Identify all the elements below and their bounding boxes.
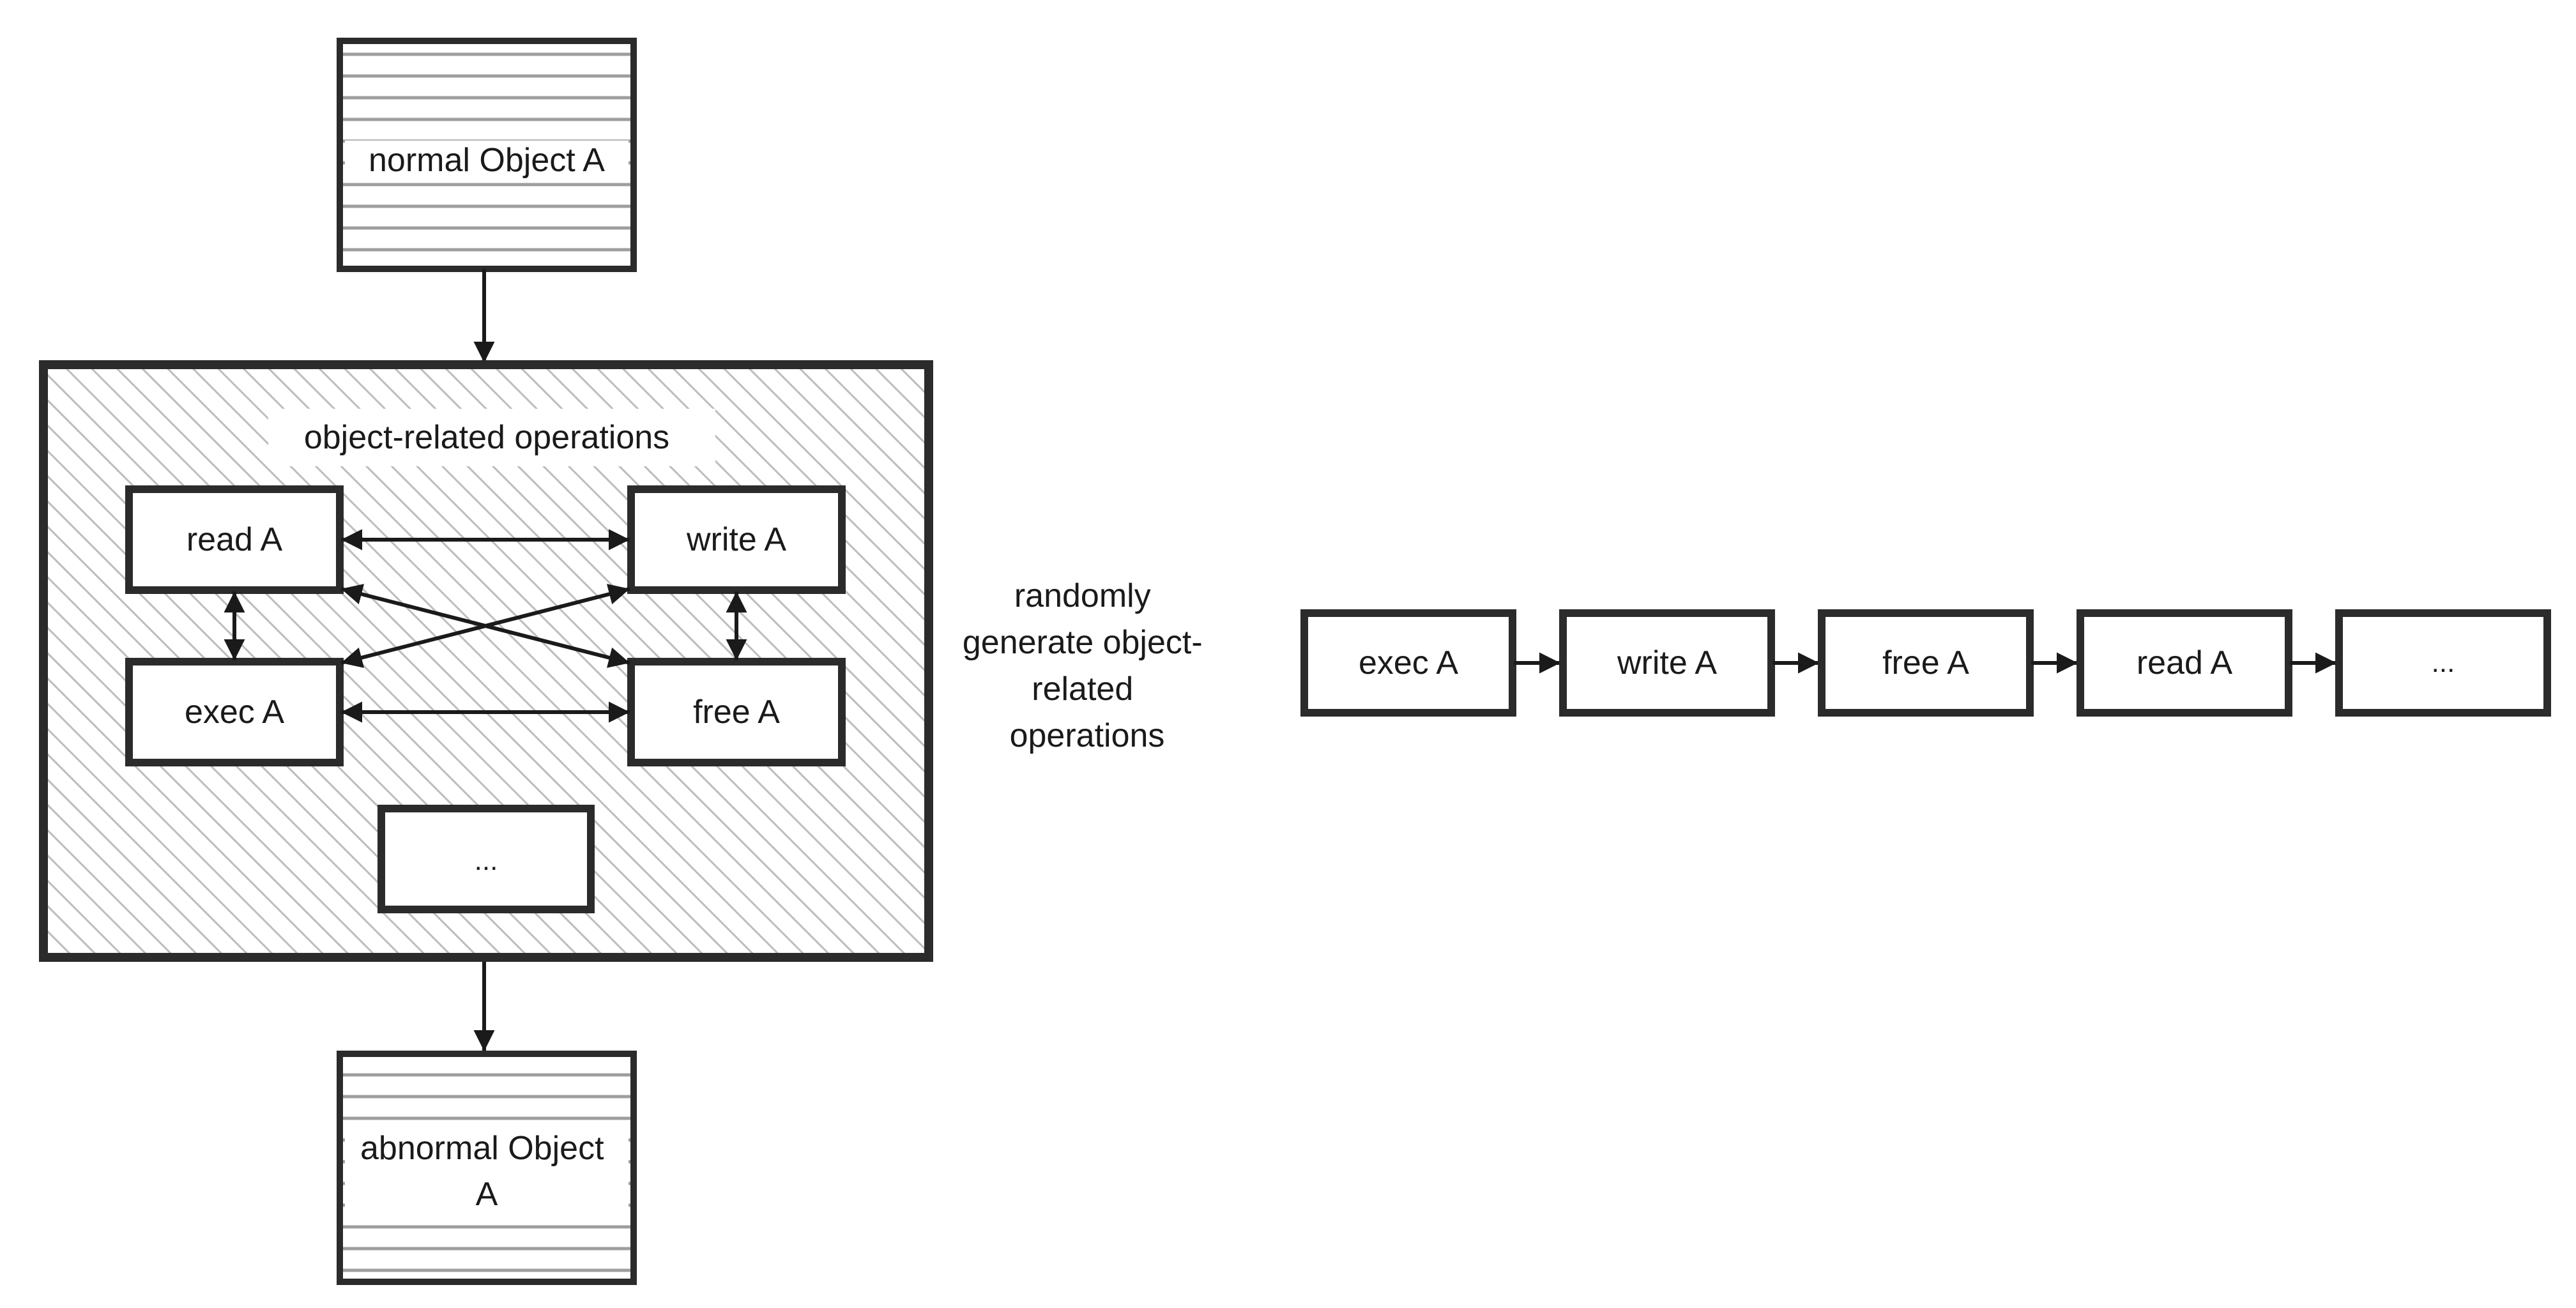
random-label-line-1: randomly [1014, 577, 1151, 614]
random-label-line-3: related [1032, 671, 1133, 708]
operations-container-title: object-related operations [304, 419, 669, 456]
random-label-line-4: operations [1010, 717, 1165, 754]
op-free-label: free A [693, 694, 780, 731]
random-generation-label: randomly generate object- related operat… [963, 577, 1212, 754]
sequence-step-2: write A [1559, 609, 1775, 717]
sequence-step-5: ... [2335, 609, 2551, 717]
abnormal-object-line-2: A [476, 1176, 498, 1213]
sequence-step-5-label: ... [2432, 647, 2455, 678]
op-box-free: free A [627, 658, 846, 766]
link-write-exec [340, 584, 630, 668]
op-more-label: ... [475, 845, 498, 876]
op-box-read: read A [125, 485, 344, 594]
sequence-step-3: free A [1818, 609, 2034, 717]
sequence-step-1-label: exec A [1359, 644, 1458, 681]
op-read-label: read A [187, 521, 283, 558]
abnormal-object-box: abnormal Object A [337, 1051, 637, 1285]
op-exec-label: exec A [185, 694, 284, 731]
sequence-step-1: exec A [1300, 609, 1516, 717]
abnormal-object-label: abnormal Object A [360, 1130, 613, 1213]
abnormal-object-line-1: abnormal Object [360, 1130, 604, 1167]
sequence-step-4-label: read A [2137, 644, 2233, 681]
sequence-step-3-label: free A [1882, 644, 1969, 681]
sequence-step-4: read A [2077, 609, 2292, 717]
op-box-more: ... [377, 805, 595, 913]
op-box-write: write A [627, 485, 846, 594]
op-write-label: write A [686, 521, 786, 558]
sequence-step-2-label: write A [1617, 644, 1717, 681]
op-box-exec: exec A [125, 658, 344, 766]
random-label-line-2: generate object- [963, 624, 1203, 661]
normal-object-label: normal Object A [369, 142, 605, 179]
normal-object-box: normal Object A [337, 38, 637, 272]
